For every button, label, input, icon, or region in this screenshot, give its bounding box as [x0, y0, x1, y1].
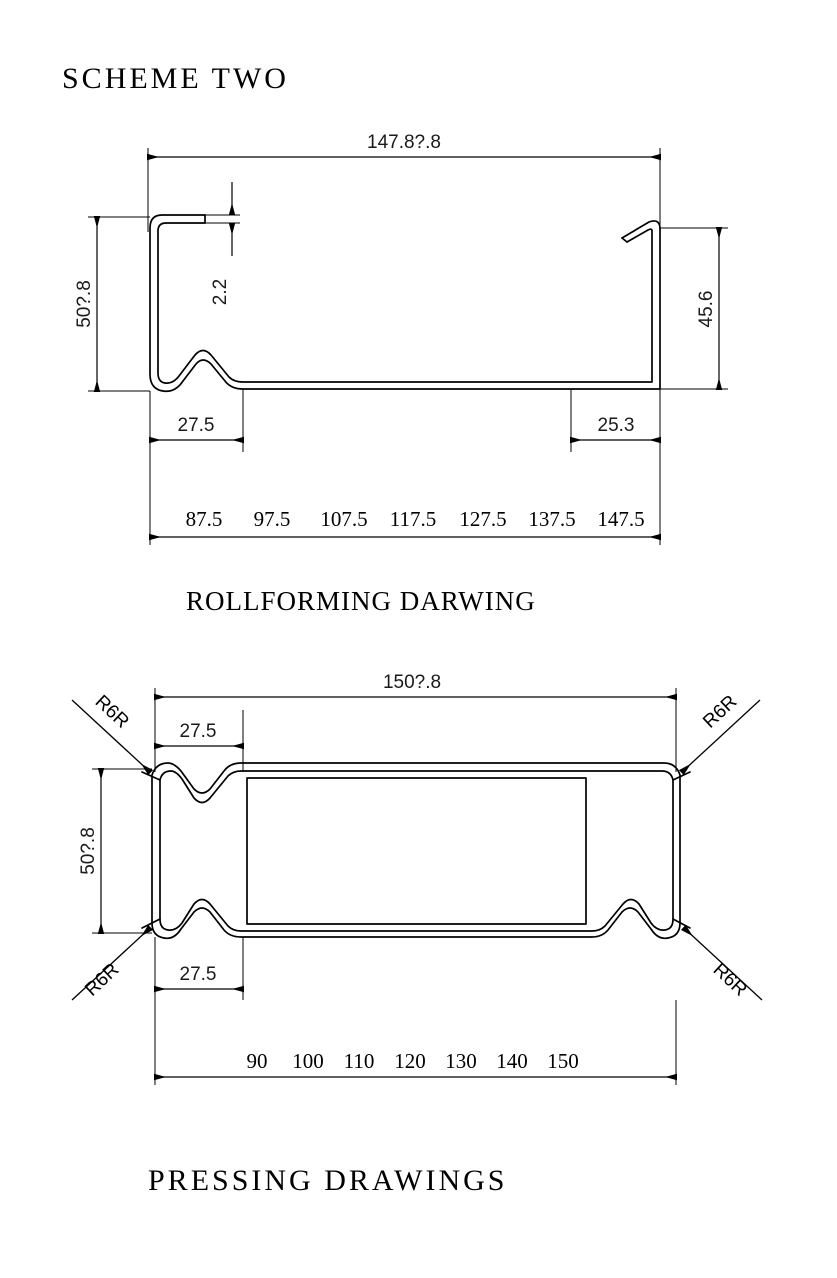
profile-lip-end-right — [621, 237, 628, 243]
dim-top-flange-bottomview: 27.5 — [154, 710, 244, 772]
caption-pressing: PRESSING DRAWINGS — [148, 1164, 507, 1197]
scale-tick-label: 100 — [292, 1049, 324, 1073]
dim-value-left-flange: 27.5 — [178, 415, 215, 436]
dim-left-flange: 27.5 — [149, 389, 244, 452]
scale-tick-label: 97.5 — [254, 507, 291, 531]
scale-tick-label: 110 — [344, 1049, 375, 1073]
scale-tick-label: 137.5 — [528, 507, 575, 531]
profile-outline-inner — [157, 222, 653, 384]
dim-right-flange: 25.3 — [570, 389, 661, 452]
tube-cavity-outline — [246, 777, 587, 925]
dim-value-overall-width-bottom: 150?.8 — [383, 672, 441, 693]
scale-tick-label: 150 — [547, 1049, 579, 1073]
dim-value-overall-width: 147.8?.8 — [367, 132, 441, 153]
scale-tick-label: 90 — [247, 1049, 268, 1073]
tube-outline-inner — [159, 770, 674, 932]
sheet-title: SCHEME TWO — [62, 62, 289, 95]
dim-right-height: 45.6 — [660, 227, 728, 390]
view-rollforming: 147.8?.8 2.2 50?.8 45 — [74, 132, 728, 616]
scale-row-pressing: 90 100 110 120 130 140 150 — [154, 1000, 677, 1085]
scale-tick-label: 107.5 — [320, 507, 367, 531]
caption-rollforming: ROLLFORMING DARWING — [186, 586, 536, 616]
dim-overall-width-top: 147.8?.8 — [147, 132, 661, 232]
scale-tick-label: 87.5 — [186, 507, 223, 531]
scale-tick-label: 120 — [394, 1049, 426, 1073]
dim-left-height: 50?.8 — [74, 216, 150, 392]
scale-tick-label: 147.5 — [597, 507, 644, 531]
tube-outline-outer — [151, 762, 681, 940]
dim-value-bottom-flange: 27.5 — [180, 964, 217, 985]
dim-value-thickness: 2.2 — [210, 279, 231, 305]
dim-value-right-height: 45.6 — [696, 291, 717, 328]
scale-tick-label: 140 — [496, 1049, 528, 1073]
dim-value-left-height-bottom: 50?.8 — [78, 827, 99, 875]
dim-bottom-flange-bottomview: 27.5 — [154, 937, 244, 1000]
scale-tick-label: 127.5 — [459, 507, 506, 531]
scale-tick-label: 130 — [445, 1049, 477, 1073]
dim-thickness: 2.2 — [205, 182, 240, 305]
dim-value-right-flange: 25.3 — [598, 415, 635, 436]
profile-outline-outer — [149, 214, 661, 393]
scale-row-rollforming: 87.5 97.5 107.5 117.5 127.5 137.5 147.5 — [149, 452, 661, 545]
dim-value-left-height: 50?.8 — [74, 280, 95, 328]
scale-tick-label: 117.5 — [390, 507, 436, 531]
dim-value-top-flange: 27.5 — [180, 721, 217, 742]
